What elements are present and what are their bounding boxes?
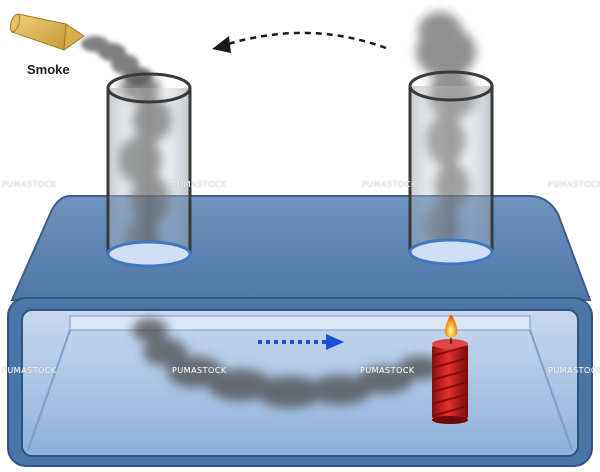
chamber-smoke bbox=[132, 318, 442, 408]
watermark: PUMASTOCK bbox=[548, 180, 600, 189]
watermark: PUMASTOCK bbox=[362, 180, 417, 189]
watermark: PUMASTOCK bbox=[360, 366, 415, 375]
flow-arrow-icon bbox=[258, 334, 344, 350]
right-chimney bbox=[408, 70, 494, 266]
incense-smoke bbox=[81, 36, 152, 85]
box-top-surface bbox=[10, 195, 592, 301]
curved-arrow-icon bbox=[212, 31, 387, 53]
watermark: PUMASTOCK bbox=[548, 366, 600, 375]
left-chimney bbox=[106, 72, 192, 268]
watermark: PUMASTOCK bbox=[2, 366, 57, 375]
watermark: PUMASTOCK bbox=[172, 366, 227, 375]
flame-icon bbox=[444, 314, 458, 338]
watermark: PUMASTOCK bbox=[2, 180, 57, 189]
watermark: PUMASTOCK bbox=[172, 180, 227, 189]
chamber-edge-left bbox=[27, 329, 71, 451]
incense-stick-icon bbox=[9, 13, 85, 52]
chamber-edge-right bbox=[529, 329, 573, 451]
candle-icon bbox=[431, 314, 469, 424]
smoke-label: Smoke bbox=[27, 62, 70, 77]
